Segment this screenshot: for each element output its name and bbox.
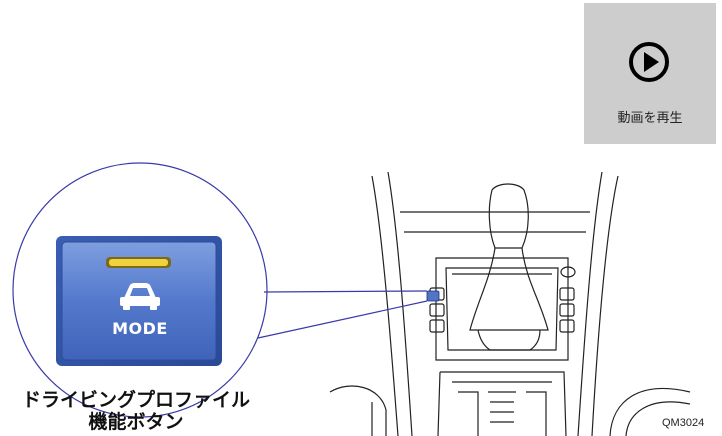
indicator-light [109,259,168,266]
play-circle-icon [629,42,669,82]
figure-caption: ドライビングプロファイル 機能ボタン [0,389,272,433]
mode-button-label: MODE [112,319,168,338]
car-icon [120,283,160,310]
magnifier-circle [12,162,268,418]
play-video-button[interactable]: 動画を再生 [584,3,716,144]
console-mode-button [426,290,440,302]
figure-id: QM3024 [662,417,705,429]
caption-line-1: ドライビングプロファイル [21,389,250,411]
play-video-label: 動画を再生 [617,111,683,126]
caption-line-2: 機能ボタン [88,411,184,433]
mode-button-enlarged [56,236,222,366]
console-drawing [329,171,691,436]
callout-lines [12,162,428,418]
